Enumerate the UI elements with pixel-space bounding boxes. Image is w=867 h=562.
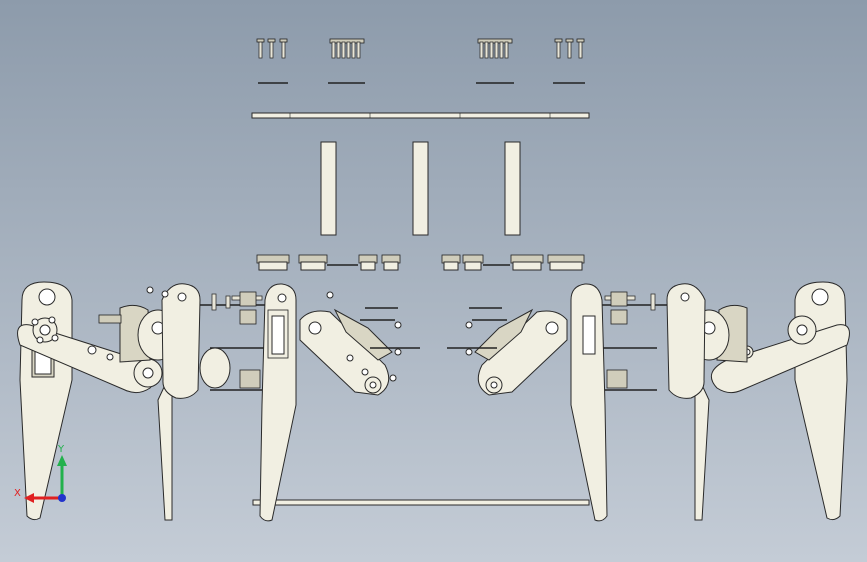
x-axis-label: X — [14, 488, 21, 499]
left-mid-link — [146, 283, 265, 399]
left-inner-leg — [259, 283, 297, 522]
orientation-triad: Y X — [14, 444, 67, 503]
left-femur-link — [17, 316, 163, 394]
y-axis-label: Y — [57, 444, 65, 455]
top-plate — [251, 112, 590, 119]
top-screw-group-2 — [328, 38, 365, 84]
top-screw-group-1 — [256, 38, 288, 84]
z-axis-dot — [58, 494, 66, 502]
top-screw-group-4 — [553, 38, 585, 84]
middle-nut-row — [256, 254, 585, 271]
bottom-plate — [252, 499, 590, 506]
standoff-columns — [320, 141, 521, 236]
top-screw-group-3 — [476, 38, 514, 84]
left-knee-servo — [299, 291, 420, 396]
right-leg-assembly — [447, 281, 850, 522]
